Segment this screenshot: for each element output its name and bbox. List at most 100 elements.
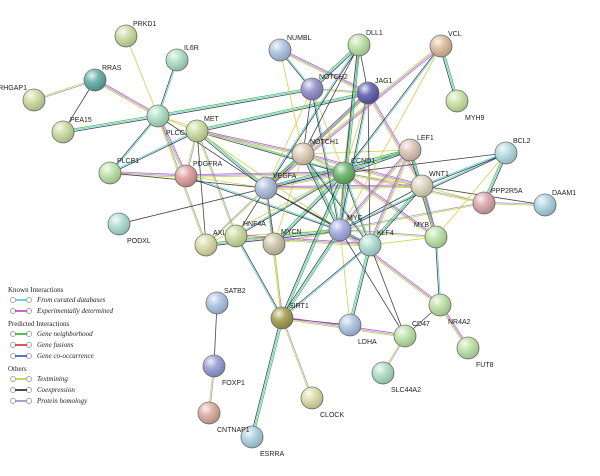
node-wnt1[interactable]: WNT1 [410,171,449,198]
edge-ccnd1-lef1 [343,149,411,174]
edge-pea15-plcg1 [63,116,159,134]
edge-prkd1-plcg1 [125,35,159,117]
node-label: RRAS [102,65,122,72]
legend-item-label: Coexpression [37,385,75,394]
edge-vcl-vegfa [265,45,442,189]
node-vegfa[interactable]: VEGFA [254,173,297,200]
node-klf4[interactable]: KLF4 [358,230,394,257]
node-satb2[interactable]: SATB2 [205,288,246,315]
node-plcg1[interactable]: PLCG1 [146,104,189,137]
node-bcl2[interactable]: BCL2 [494,138,531,165]
node-numbl[interactable]: NUMBL [268,35,312,62]
node-label: VCL [448,31,462,38]
node-label: LEF1 [417,135,434,142]
node-shine [411,175,433,197]
node-shine [333,162,355,184]
node-slc44a2[interactable]: SLC44A2 [371,361,421,394]
node-prkd1[interactable]: PRKD1 [114,21,156,48]
node-met[interactable]: MET [185,116,220,143]
edge-myc-lef1 [340,150,412,232]
node-label: PDGFRA [193,161,223,168]
edge-notch1-jag1 [301,91,368,154]
node-cd47[interactable]: CD47 [393,321,430,348]
node-pdgfra[interactable]: PDGFRA [174,161,223,188]
node-label: DLL1 [366,30,383,37]
node-nr4a2[interactable]: NR4A2 [428,293,471,326]
edge-notch1-myc [303,153,342,230]
edge-pdgfra-ccnd1 [185,172,345,177]
legend-item: From curated databases [10,294,178,305]
edge-jag1-myc [340,93,370,231]
node-shine [255,177,277,199]
edge-met-vegfa [195,131,266,190]
node-axl[interactable]: AXL [194,230,226,257]
node-myb[interactable]: MYB [414,222,448,249]
node-sirt1[interactable]: SIRT1 [270,303,309,330]
node-rras[interactable]: RRAS [83,65,122,92]
edge-notch1-wnt1 [302,153,423,187]
node-dll1[interactable]: DLL1 [347,30,383,57]
edge-sirt1-clock [282,317,313,398]
node-ldha[interactable]: LDHA [338,313,377,346]
edge-met-vegfa [196,130,267,189]
edge-vegfa-dll1 [265,44,359,188]
node-ppp2r5a[interactable]: PPP2R5A [472,188,523,215]
node-esrra[interactable]: ESRRA [240,425,284,458]
node-arhgap1[interactable]: ARHGAP1 [0,85,46,112]
node-il6r[interactable]: IL6R [165,45,199,72]
node-label: WNT1 [429,171,449,178]
node-label: SLC44A2 [391,387,421,394]
node-notch1[interactable]: NOTCH1 [291,139,339,166]
edge-myc-nr4a2 [338,230,440,307]
node-foxp1[interactable]: FOXP1 [202,354,245,387]
node-shine [429,294,451,316]
edge-plcb1-met [110,131,198,174]
legend: Known Interactions From curated database… [8,282,178,406]
node-shine [430,35,452,57]
node-hnf4a[interactable]: HNF4A [224,221,266,248]
edge-jag1-wnt1 [368,92,424,186]
node-podxl[interactable]: PODXL [107,212,151,245]
node-shine [108,213,130,235]
node-daam1[interactable]: DAAM1 [533,190,576,217]
node-vcl[interactable]: VCL [429,31,462,58]
edge-hnf4a-klf4 [235,235,371,246]
node-shine [301,78,323,100]
node-jag1[interactable]: JAG1 [356,78,393,105]
node-shine [23,89,45,111]
node-label: IL6R [184,45,199,52]
edge-vcl-ccnd1 [344,46,442,174]
node-label: NOTCH1 [310,139,339,146]
node-cntnap1[interactable]: CNTNAP1 [197,401,250,434]
node-notch2[interactable]: NOTCH2 [300,74,348,101]
node-pea15[interactable]: PEA15 [51,117,92,144]
node-myh9[interactable]: MYH9 [445,89,485,122]
legend-item: Protein homology [10,395,178,406]
node-label: CNTNAP1 [217,427,250,434]
node-label: FUT8 [476,362,494,369]
node-shine [225,225,247,247]
edge-dll1-myc [340,45,361,231]
node-label: CLOCK [320,412,344,419]
node-mycn[interactable]: MYCN [262,229,302,256]
edge-notch1-wnt1 [303,152,423,186]
node-shine [166,49,188,71]
node-fut8[interactable]: FUT8 [456,336,494,369]
edge-met-notch1 [196,130,304,155]
edge-met-axl [196,130,207,246]
edge-notch1-klf4 [302,154,370,246]
edge-jag1-wnt1 [367,92,423,187]
node-myc[interactable]: MYC [328,215,363,242]
node-lef1[interactable]: LEF1 [398,135,434,162]
node-shine [446,90,468,112]
node-shine [175,165,197,187]
legend-swatch [10,307,32,314]
node-plcb1[interactable]: PLCB1 [98,158,139,185]
legend-item-label: Gene fusions [37,340,74,349]
edge-numbl-jag1 [279,50,368,95]
node-clock[interactable]: CLOCK [300,386,344,419]
edge-vcl-vegfa [266,46,443,190]
node-ccnd1[interactable]: CCND1 [332,158,375,185]
edge-myc-sirt1 [280,229,340,318]
